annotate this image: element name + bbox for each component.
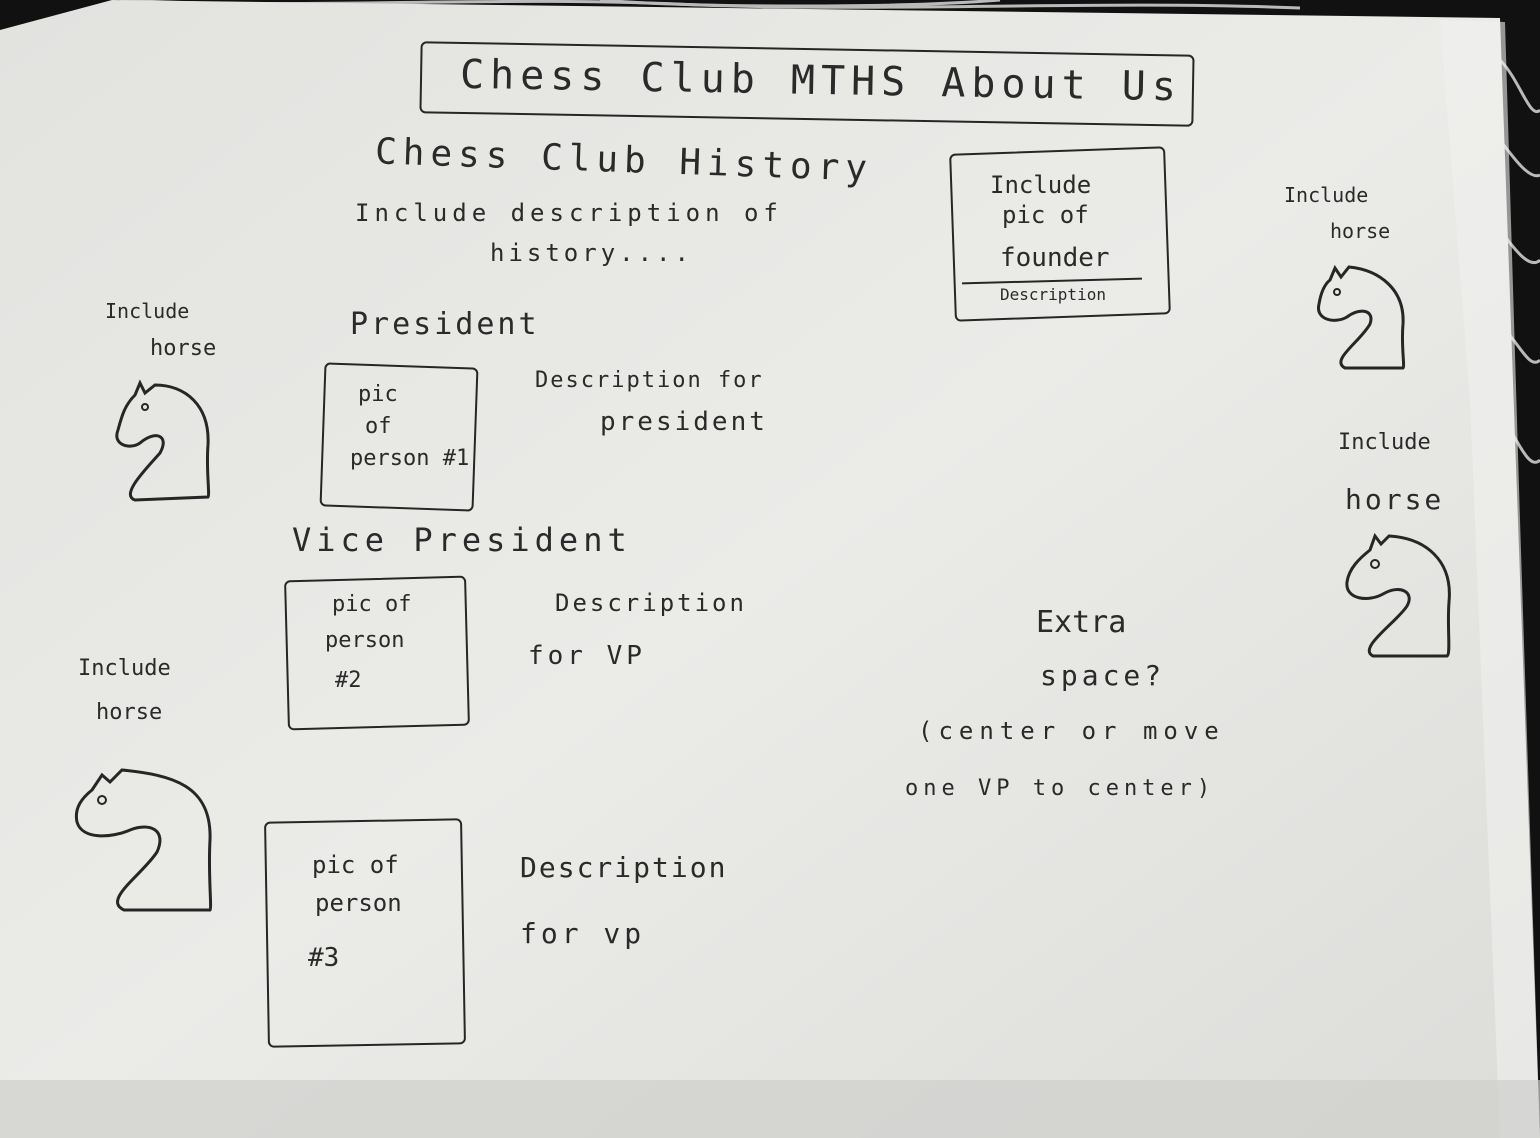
person3-pic-line1: pic of bbox=[312, 851, 399, 879]
vice-president-pic-line1: pic of bbox=[332, 592, 412, 617]
founder-label-line1: Include bbox=[990, 171, 1092, 199]
history-description-line1: Include description of bbox=[355, 199, 783, 227]
president-pic-line3: person #1 bbox=[350, 446, 470, 471]
president-heading: President bbox=[350, 307, 540, 342]
horse-note-right-mid-line2: horse bbox=[1345, 483, 1445, 516]
knight-icon bbox=[115, 379, 211, 502]
founder-caption: Description bbox=[1000, 285, 1106, 304]
person3-description-line2: for vp bbox=[520, 917, 646, 950]
vice-president-pic-line2: person bbox=[325, 628, 405, 653]
knight-icon bbox=[1317, 264, 1406, 370]
horse-note-left-bottom-line2: horse bbox=[96, 700, 163, 725]
horse-note-left-top-line2: horse bbox=[150, 336, 217, 361]
extra-note-line2: space? bbox=[1040, 659, 1166, 692]
extra-note-line1: Extra bbox=[1036, 605, 1127, 640]
president-pic-line1: pic bbox=[358, 382, 398, 407]
horse-note-right-top-line2: horse bbox=[1330, 219, 1391, 243]
president-image-placeholder bbox=[319, 362, 479, 512]
person3-description-line1: Description bbox=[520, 851, 728, 884]
vice-president-description-line2: for VP bbox=[528, 641, 646, 671]
horse-note-left-top-line1: Include bbox=[105, 299, 190, 323]
vice-president-pic-line3: #2 bbox=[335, 668, 362, 693]
horse-note-right-mid-line1: Include bbox=[1338, 430, 1431, 455]
vice-president-description-line1: Description bbox=[555, 589, 747, 617]
founder-label-line3: founder bbox=[1000, 243, 1110, 273]
president-description-line2: president bbox=[600, 407, 768, 437]
knight-icon bbox=[74, 768, 213, 912]
president-description-line1: Description for bbox=[535, 368, 764, 393]
vice-president-heading: Vice President bbox=[292, 521, 632, 559]
person3-pic-line2: person bbox=[315, 889, 402, 917]
extra-note-line4: one VP to center) bbox=[905, 776, 1216, 801]
founder-label-line2: pic of bbox=[1002, 201, 1089, 229]
history-description-line2: history.... bbox=[490, 239, 693, 267]
horse-note-left-bottom-line1: Include bbox=[78, 656, 171, 681]
knight-icon bbox=[1345, 532, 1451, 658]
horse-note-right-top-line1: Include bbox=[1284, 183, 1369, 207]
extra-note-line3: (center or move bbox=[918, 717, 1225, 745]
person3-pic-line3: #3 bbox=[308, 943, 340, 973]
president-pic-line2: of bbox=[365, 414, 392, 439]
